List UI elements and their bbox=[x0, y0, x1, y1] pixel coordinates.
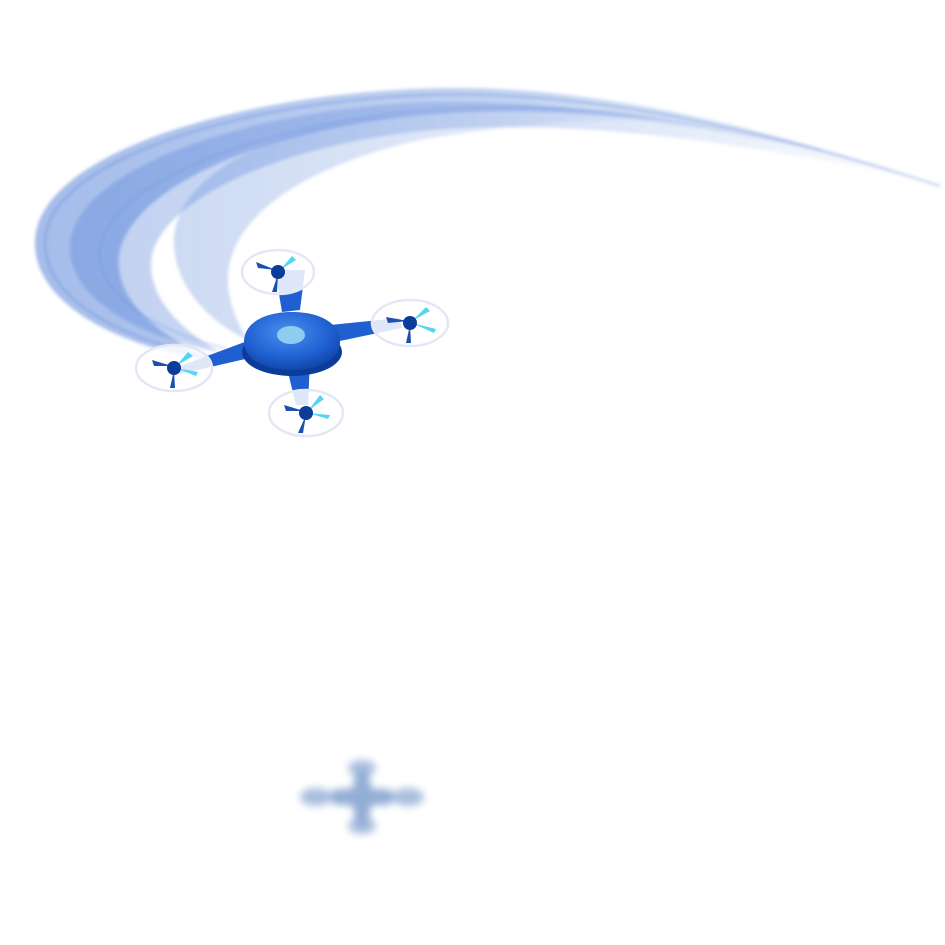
propeller-icon-top bbox=[240, 248, 316, 296]
propeller-icon-left bbox=[134, 343, 214, 393]
propeller-icon-bottom bbox=[267, 388, 345, 438]
ground-shadow bbox=[300, 760, 424, 834]
drone-icon bbox=[134, 248, 450, 438]
propeller-icon-right bbox=[370, 298, 450, 348]
motion-trail bbox=[34, 87, 945, 363]
